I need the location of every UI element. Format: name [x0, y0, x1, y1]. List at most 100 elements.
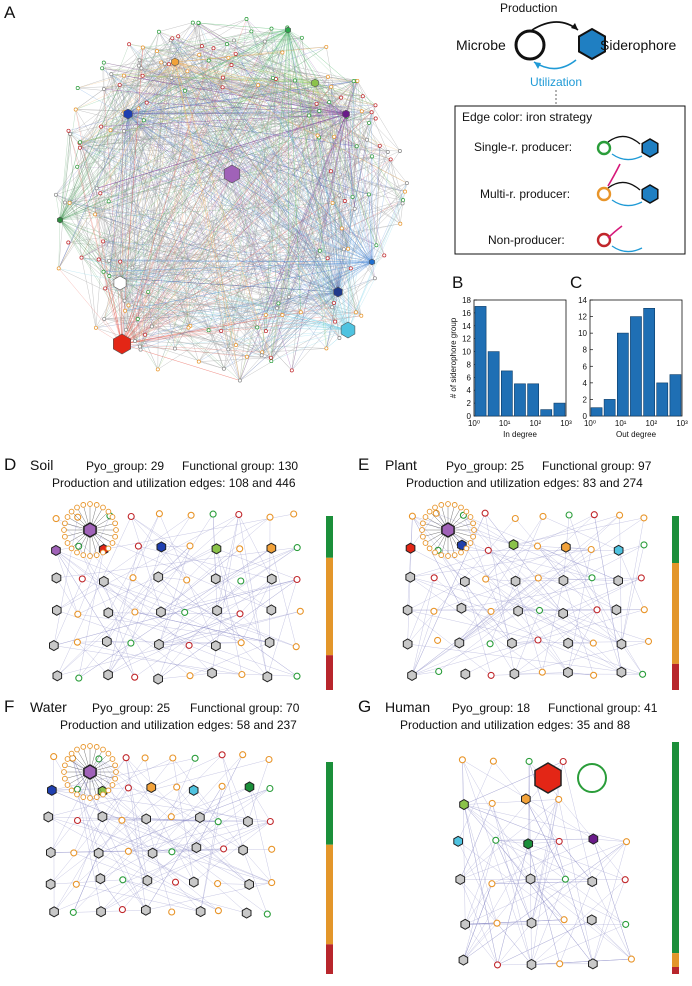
microbe-node	[259, 353, 264, 358]
siderophore-node	[459, 799, 469, 811]
microbe-node	[299, 35, 304, 40]
x-tick-label: 10¹	[615, 419, 627, 428]
microbe-node	[493, 961, 502, 969]
hub-edges	[68, 38, 408, 369]
human-edges: Production and utilization edges: 35 and…	[400, 718, 630, 732]
microbe-node	[324, 44, 329, 49]
microbe-node	[269, 26, 274, 31]
microbe-node	[239, 751, 247, 759]
y-tick-label: 8	[583, 346, 588, 355]
microbe-node	[138, 347, 143, 352]
legend-utilization-label: Utilization	[530, 75, 582, 89]
single-producer-label: Single-r. producer:	[474, 140, 572, 154]
non-producer-segment	[672, 663, 679, 690]
siderophore-node	[558, 574, 569, 587]
microbe-node	[622, 920, 630, 928]
microbe-node	[370, 154, 375, 159]
microbe-node	[80, 502, 87, 508]
microbe-node	[359, 109, 364, 114]
microbe-node	[143, 332, 148, 337]
microbe-node	[339, 95, 344, 100]
siderophore-node	[407, 669, 417, 681]
siderophore-node	[51, 544, 61, 556]
x-axis-label: Out degree	[616, 430, 657, 439]
hub-edges	[64, 22, 407, 370]
multi-producer-segment	[326, 557, 333, 656]
microbe-node	[561, 875, 569, 883]
siderophore-node	[244, 781, 255, 793]
microbe-node	[263, 910, 271, 918]
hub-edges	[58, 22, 408, 362]
microbe-node	[112, 520, 118, 527]
microbe-node	[458, 756, 466, 764]
microbe-node	[69, 908, 77, 916]
siderophore-hub	[171, 57, 179, 67]
panel-label-d: D	[4, 455, 16, 474]
siderophore-node	[587, 876, 598, 888]
microbe-node	[616, 511, 624, 519]
microbe-node	[183, 88, 187, 93]
network-edges	[48, 754, 272, 915]
histogram-bar	[643, 307, 655, 417]
microbe-node	[140, 73, 145, 78]
non-producer-label: Non-producer:	[488, 233, 565, 247]
microbe-node	[113, 769, 119, 775]
microbe-node	[186, 325, 191, 330]
microbe-node	[78, 575, 86, 583]
microbe-node	[171, 878, 180, 886]
edge-color-box	[454, 105, 686, 255]
plant-edges: Production and utilization edges: 83 and…	[406, 476, 643, 490]
background-edges	[55, 18, 408, 381]
microbe-node	[197, 52, 202, 57]
microbe-node	[555, 837, 563, 845]
microbe-node	[159, 60, 164, 65]
x-tick-label: 10³	[676, 419, 688, 428]
microbe-node	[87, 743, 93, 749]
microbe-node	[590, 671, 598, 679]
microbe-node	[367, 120, 372, 125]
microbe-node	[73, 785, 81, 793]
microbe-node	[219, 328, 224, 333]
microbe-node	[293, 672, 301, 680]
microbe-node	[296, 607, 304, 615]
siderophore-node	[238, 844, 248, 856]
siderophore-node	[561, 541, 571, 553]
siderophore-node	[243, 815, 253, 828]
microbe-node	[121, 73, 126, 78]
microbe-node	[133, 339, 137, 343]
microbe-node	[351, 79, 356, 84]
microbe-node	[445, 553, 451, 559]
multi-siderophore-icon	[641, 184, 659, 204]
x-tick-label: 10⁰	[468, 419, 480, 428]
microbe-node	[93, 212, 98, 217]
microbe-node	[74, 791, 80, 798]
microbe-node	[98, 191, 103, 196]
microbe-node	[492, 836, 500, 844]
microbe-node	[149, 324, 154, 329]
microbe-node	[533, 542, 542, 550]
microbe-node	[186, 672, 194, 680]
microbe-node	[214, 907, 222, 915]
microbe-node	[168, 848, 176, 856]
water-functional-group: Functional group: 70	[190, 701, 300, 715]
siderophore-node	[507, 637, 517, 649]
soil-strategy-bar	[326, 516, 333, 690]
human-title: Human	[385, 699, 430, 715]
microbe-node	[136, 63, 141, 68]
microbe-node	[422, 540, 429, 546]
microbe-node	[229, 63, 234, 67]
microbe-node	[155, 510, 163, 518]
microbe-node	[109, 514, 116, 520]
microbe-node	[481, 509, 489, 517]
microbe-node	[118, 259, 123, 264]
y-tick-label: 6	[467, 373, 472, 382]
microbe-node	[244, 354, 249, 359]
single-microbe-icon	[596, 140, 612, 156]
microbe-node	[289, 368, 294, 373]
single-utilization-arrow	[611, 153, 643, 161]
human-strategy-bar	[672, 742, 679, 974]
non-producer-arrow	[607, 225, 623, 239]
microbe-node	[333, 319, 338, 324]
microbe-node	[404, 181, 409, 186]
microbe-node	[50, 753, 58, 761]
